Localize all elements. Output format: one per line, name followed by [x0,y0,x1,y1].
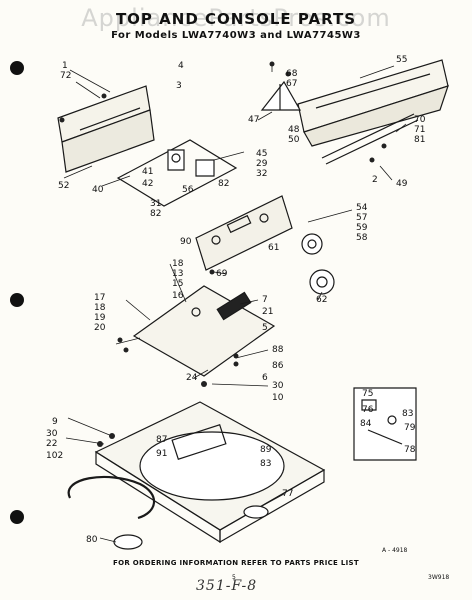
part-label: 22 [46,439,58,449]
part-label: 31 [150,199,162,209]
part-label: 9 [52,417,58,427]
part-label: 67 [286,79,298,89]
part-label: 62 [316,295,328,305]
part-label: 30 [272,381,284,391]
part-label: 72 [60,71,72,81]
part-label: 6 [262,373,268,383]
part-label: 82 [150,209,162,219]
part-label: 80 [86,535,98,545]
punch-hole-bottom [10,510,24,524]
part-label: 19 [94,313,106,323]
part-label: 91 [156,449,168,459]
ordering-footer: FOR ORDERING INFORMATION REFER TO PARTS … [113,559,359,567]
part-label: 81 [414,135,426,145]
part-label: 75 [362,389,374,399]
part-label: 18 [172,259,184,269]
part-label: 61 [268,243,280,253]
screws [59,61,387,447]
part-label: 21 [262,307,274,317]
diagram-subtitle: For Models LWA7740W3 and LWA7745W3 [111,30,361,41]
part-label: 18 [94,303,106,313]
lid-gasket-part [69,477,154,518]
part-label: 59 [356,223,368,233]
part-label: 88 [272,345,284,355]
part-label: 32 [256,169,268,179]
part-label: 79 [404,423,416,433]
punch-hole-middle [10,293,24,307]
part-label: 57 [356,213,368,223]
trim-strip-part [322,114,418,164]
punch-hole-top [10,61,24,75]
part-label: 48 [288,125,300,135]
part-label: 2 [372,175,378,185]
part-label: 45 [256,149,268,159]
part-label: 30 [46,429,58,439]
part-label: 56 [182,185,194,195]
switch-inset-part [354,388,416,460]
part-label: 102 [46,451,64,461]
part-label: 4 [178,61,184,71]
handwritten-note: 351-F-8 [196,578,258,594]
part-label: 86 [272,361,284,371]
part-label: 82 [218,179,230,189]
part-label: 15 [172,279,184,289]
part-label: 84 [360,419,372,429]
part-label: 40 [92,185,104,195]
bumper-part [244,506,268,518]
part-label: 83 [260,459,272,469]
part-label: 3 [176,81,182,91]
corner-code: 3W918 [428,574,450,581]
rear-panel-part [58,86,154,172]
part-label: 47 [248,115,260,125]
diagram-title: TOP AND CONSOLE PARTS [115,10,357,28]
part-label: 69 [216,269,228,279]
part-label: 71 [414,125,426,135]
console-housing-part [298,60,448,146]
part-label: 49 [396,179,408,189]
part-label: 42 [142,179,154,189]
part-label: 5 [262,323,268,333]
part-label: 54 [356,203,368,213]
part-label: 29 [256,159,268,169]
leader-lines [64,62,406,542]
page-number: 5 [232,574,236,581]
part-label: 17 [94,293,106,303]
washer-top-part [96,402,324,542]
part-label: 68 [286,69,298,79]
part-label: 7 [262,295,268,305]
part-label: 78 [404,445,416,455]
part-label: 58 [356,233,368,243]
console-panel-part [196,196,292,270]
part-label: 52 [58,181,70,191]
timer-knob-part [302,234,334,294]
top-cover-plate-part [134,286,274,376]
part-label: 77 [282,489,294,499]
part-label: 90 [180,237,192,247]
part-label: 50 [288,135,300,145]
hinge-pad-part [114,535,142,549]
part-label: 87 [156,435,168,445]
part-label: 55 [396,55,408,65]
part-label: 20 [94,323,106,333]
part-label: 70 [414,115,426,125]
end-cap-part [262,82,300,110]
part-label: 83 [402,409,414,419]
part-label: 89 [260,445,272,455]
part-label: 24 [186,373,198,383]
part-label: 16 [172,291,184,301]
figure-ref: A - 4918 [382,547,408,554]
part-label: 13 [172,269,184,279]
part-label: 41 [142,167,154,177]
control-bracket-part [118,140,236,206]
part-label: 1 [62,61,68,71]
part-label: 76 [362,405,374,415]
part-label: 10 [272,393,284,403]
